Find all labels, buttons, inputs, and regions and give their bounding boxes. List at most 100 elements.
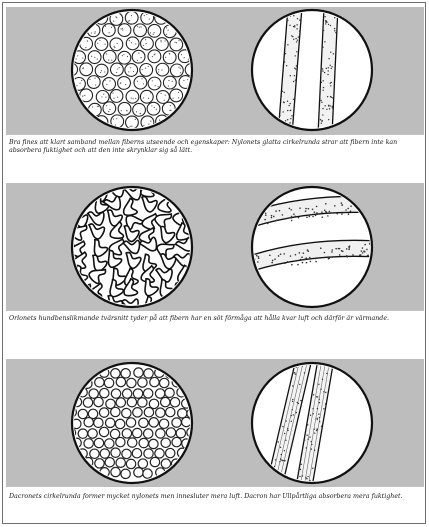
fiber-cross-section: [87, 76, 100, 89]
fiber-cross-section: [126, 37, 139, 50]
fiber-cross-section: [170, 89, 183, 102]
fiber-cross-section: [138, 398, 147, 407]
fiber-cross-section: [71, 378, 80, 387]
fiber-cross-section: [58, 76, 71, 89]
fiber-cross-section: [187, 448, 196, 457]
fiber-cross-section: [193, 24, 206, 37]
fiber-cross-section: [122, 429, 131, 438]
fiber-cross-section: [116, 458, 125, 467]
caption-dacron: Dacronets cirkelrunda former mycket nylo…: [9, 493, 421, 501]
fiber-cross-section: [140, 90, 153, 103]
fiber-cross-section: [208, 102, 221, 115]
fiber-cross-section: [200, 64, 213, 77]
fiber-cross-section: [190, 220, 210, 241]
fiber-cross-section: [96, 91, 109, 104]
fiber-cross-section: [66, 368, 75, 377]
fiber-cross-section: [121, 469, 130, 478]
fiber-cross-section: [84, 418, 93, 427]
fiber-cross-section: [155, 449, 164, 458]
fiber-cross-section: [54, 276, 71, 296]
fiber-cross-section: [144, 449, 153, 458]
fiber-cross-section: [190, 183, 211, 199]
fiber-cross-section: [126, 116, 139, 129]
fiber-cross-section: [103, 78, 116, 91]
fiber-cross-section: [111, 407, 120, 416]
fiber-cross-section: [176, 429, 185, 438]
fiber-cross-section: [138, 378, 147, 387]
fiber-cross-section: [133, 428, 142, 437]
fiber-cross-section: [66, 468, 75, 477]
fiber-cross-section: [61, 439, 70, 448]
fiber-cross-section: [194, 458, 203, 467]
fiber-cross-section: [51, 12, 64, 25]
fiber-cross-section: [74, 291, 90, 310]
fiber-cross-section: [141, 37, 154, 50]
fiber-cross-section: [134, 76, 147, 89]
fiber-cross-section: [95, 378, 104, 387]
fiber-cross-section: [209, 77, 222, 90]
fiber-cross-section: [118, 24, 131, 37]
fiber-cross-section: [166, 407, 175, 416]
fiber-cross-section: [94, 438, 103, 447]
longitudinal-view-circle: [252, 359, 372, 487]
fiber-cross-section: [122, 449, 131, 458]
fiber-cross-section: [143, 389, 152, 398]
fiber-cross-section: [166, 448, 175, 457]
fiber-cross-section: [170, 38, 183, 51]
fiber-cross-section: [100, 388, 109, 397]
figure-panel-orlon: [6, 183, 424, 311]
fiber-cross-section: [66, 11, 79, 24]
fiber-cross-section: [147, 102, 160, 115]
fiber-cross-section: [161, 459, 170, 468]
fiber-cross-section: [148, 77, 161, 90]
caption-nylon: Bra fines att klart samband mellan fiber…: [9, 139, 421, 154]
fiber-cross-section: [105, 439, 114, 448]
fiber-cross-section: [156, 408, 165, 417]
fiber-cross-section: [127, 397, 136, 406]
fiber-cross-section: [138, 459, 147, 468]
fiber-cross-section: [56, 184, 76, 201]
fiber-cross-section: [189, 369, 198, 378]
fiber-cross-section: [83, 398, 92, 407]
fiber-cross-section: [194, 378, 203, 387]
fiber-cross-section: [77, 369, 86, 378]
fiber-cross-section: [159, 419, 168, 428]
fiber-cross-section: [118, 77, 131, 90]
longitudinal-view-circle: [245, 187, 378, 307]
fiber-cross-section: [201, 89, 214, 102]
fiber-cross-section: [51, 116, 64, 129]
fiber-cross-section: [94, 418, 103, 427]
fiber-cross-section: [182, 417, 191, 426]
fiber-cross-section: [62, 398, 71, 407]
fiber-cross-section: [126, 418, 135, 427]
fiber-cross-section: [165, 388, 174, 397]
fiber-cross-section: [186, 116, 199, 129]
fiber-cross-section: [71, 458, 80, 467]
fiber-cross-section: [111, 369, 120, 378]
fiber-cross-section: [194, 279, 212, 299]
fiber-cross-section: [144, 429, 153, 438]
fiber-cross-section: [189, 387, 198, 396]
fiber-cross-section: [111, 63, 124, 76]
fiber-cross-section: [80, 63, 93, 76]
figure-panel-dacron: [6, 359, 424, 487]
fiber-cross-section: [156, 429, 165, 438]
fiber-cross-section: [207, 50, 220, 63]
fiber-cross-section: [134, 468, 143, 477]
fiber-cross-section: [72, 184, 91, 201]
fiber-cross-section: [134, 24, 147, 37]
fiber-cross-section: [149, 399, 158, 408]
fiber-cross-section: [110, 38, 123, 51]
fiber-cross-section: [193, 77, 206, 90]
fiber-cross-section: [172, 418, 181, 427]
fiber-cross-section: [118, 102, 131, 115]
fiber-cross-section: [116, 377, 125, 386]
fiber-cross-section: [143, 469, 152, 478]
fiber-cross-section: [58, 50, 71, 63]
fiber-cross-section: [116, 398, 125, 407]
fiber-cross-section: [111, 467, 120, 476]
fiber-cross-section: [174, 293, 195, 311]
fiber-cross-section: [178, 409, 187, 418]
fiber-cross-section: [133, 408, 142, 417]
fiber-cross-section: [55, 196, 75, 213]
